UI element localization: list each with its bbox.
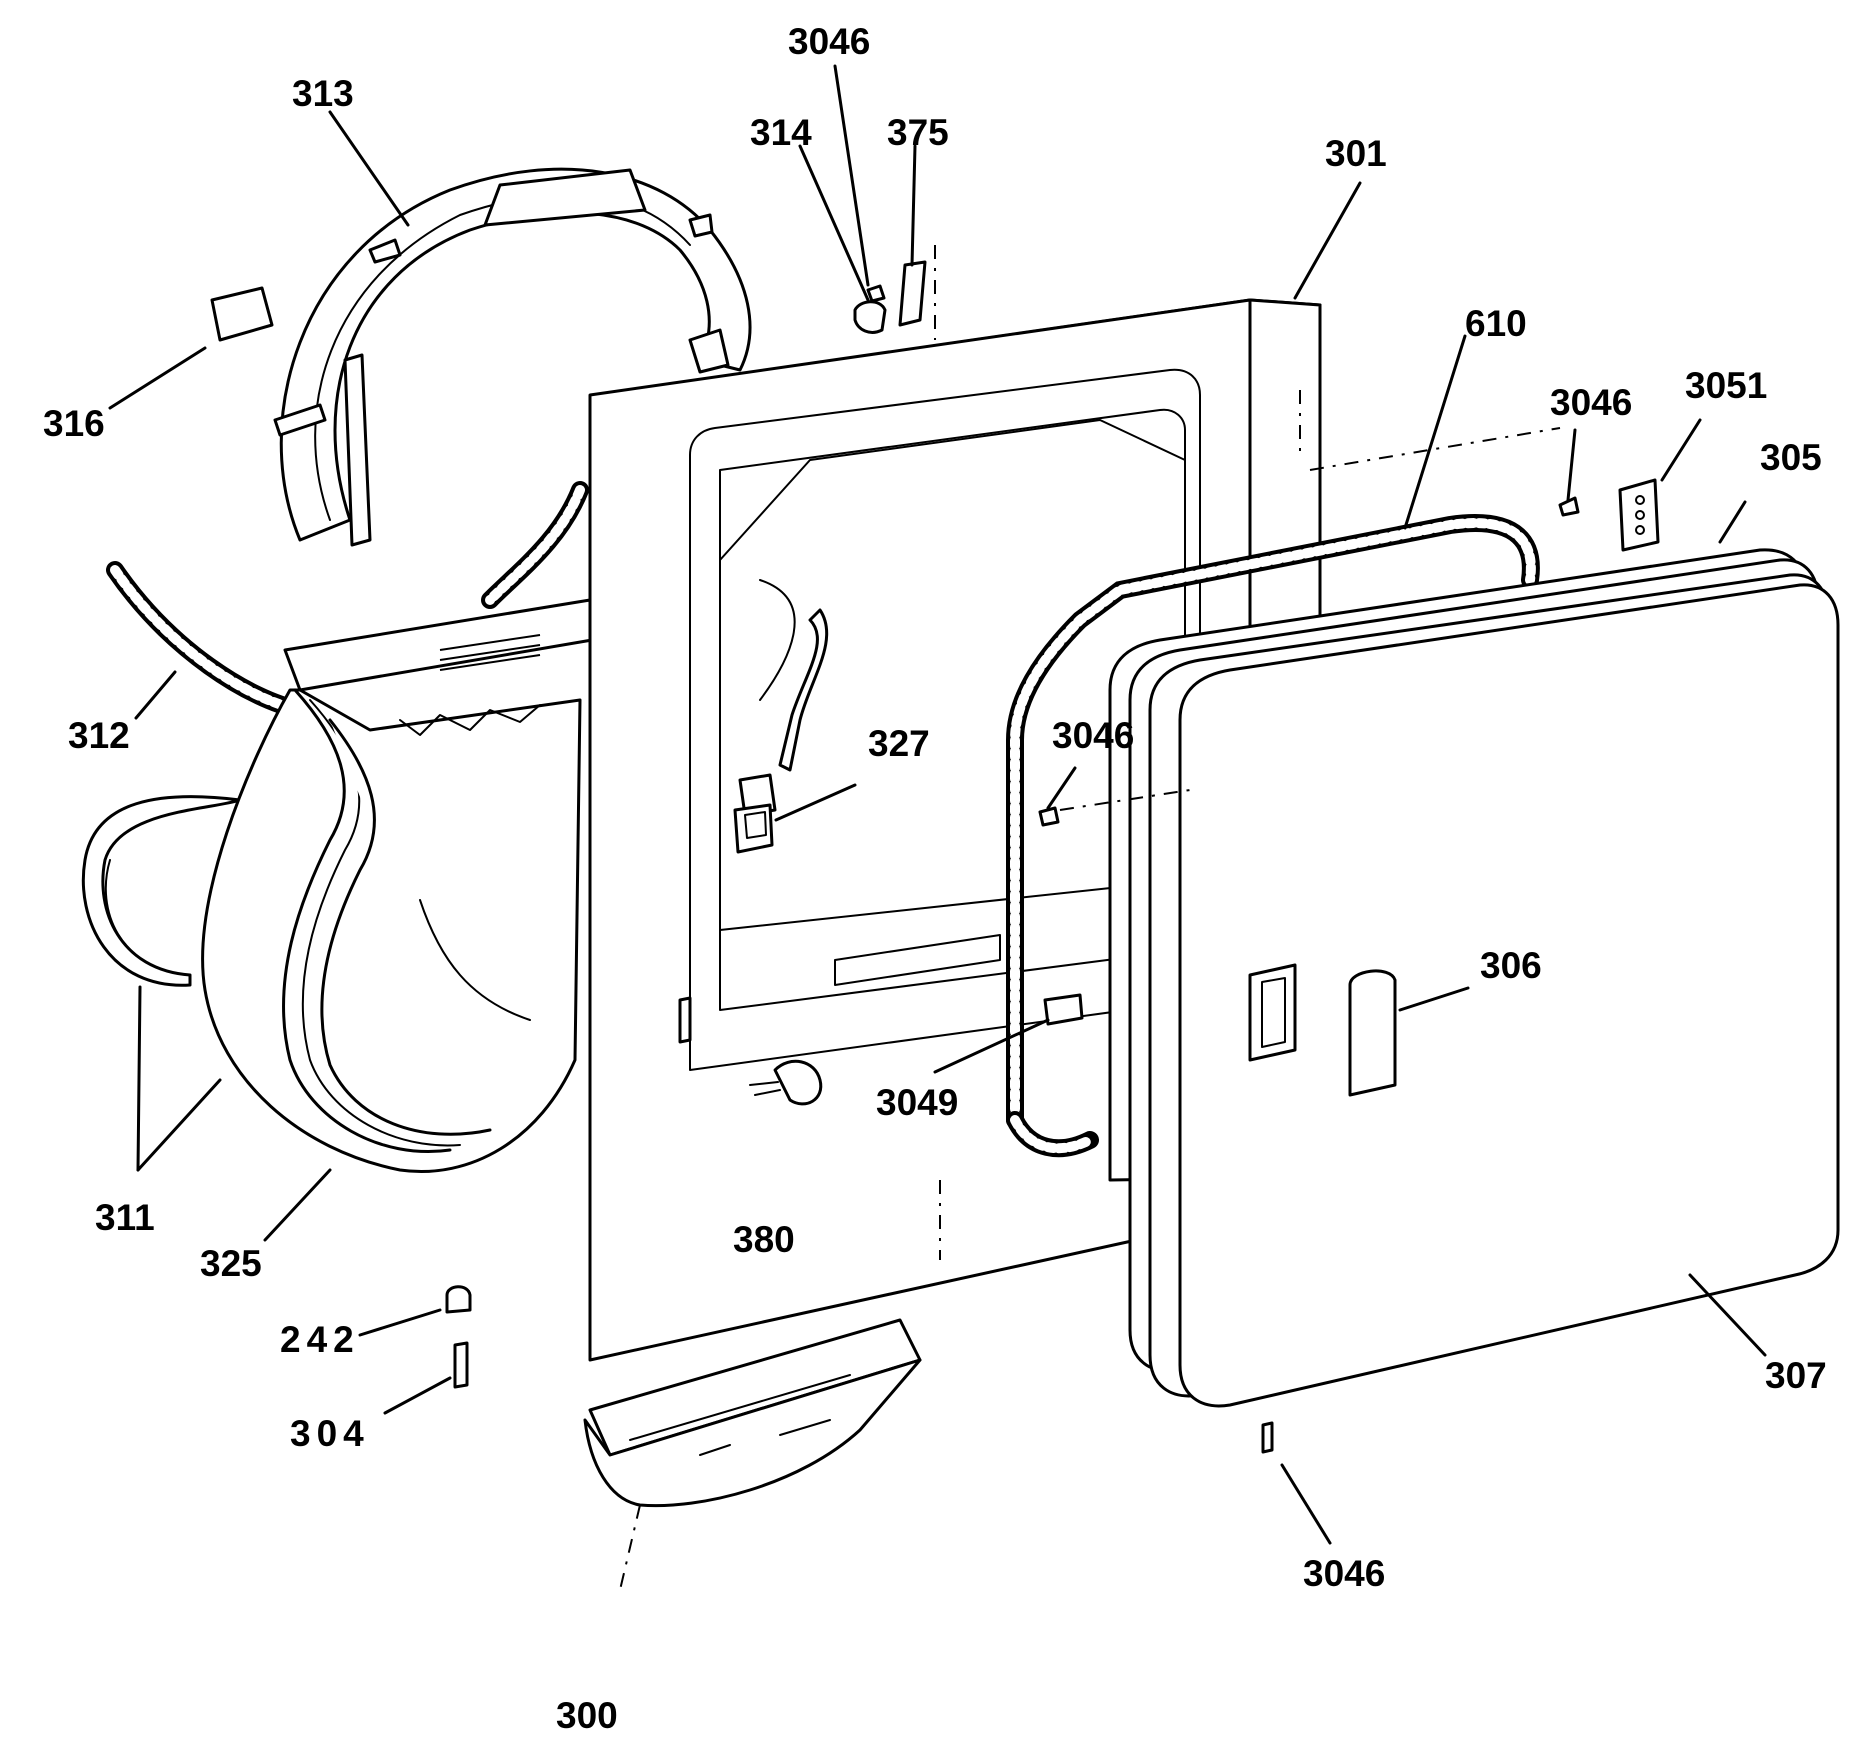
label-301: 301 [1325,133,1387,174]
leg-304 [453,1341,469,1389]
label-300: 300 [556,1695,618,1736]
label-312: 312 [68,715,130,756]
label-327: 327 [868,723,930,764]
label-316: 316 [43,403,105,444]
label-380: 380 [733,1219,795,1260]
door-catch-314 [853,300,887,334]
foot-242 [445,1285,472,1314]
label-314: 314 [750,112,812,153]
front-bulkhead-ring-313 [273,167,752,547]
switch-327 [733,803,774,854]
label-3046-bottom: 3046 [1303,1553,1385,1594]
label-311: 311 [95,1197,155,1238]
bracket-375 [898,260,927,327]
duct-assembly-325 [201,598,594,1173]
strip-316 [210,286,274,342]
screw-3046-top [866,284,886,303]
label-304: 304 [290,1413,370,1454]
label-375: 375 [887,112,949,153]
label-3046-top: 3046 [788,21,870,62]
socket-380 [749,1059,823,1106]
label-3046-right: 3046 [1550,382,1632,423]
felt-seal-312 [106,481,589,719]
screw-3046-right [1558,496,1580,517]
clip-3049 [1043,993,1084,1026]
door-assembly-307 [1108,548,1840,1408]
label-313: 313 [292,73,354,114]
label-242: 242 [280,1319,360,1360]
duct-vent-hatch [439,634,541,671]
screw-3046-mid [1038,806,1060,827]
label-306: 306 [1480,945,1542,986]
door-handle-306 [1348,969,1397,1097]
label-325: 325 [200,1243,262,1284]
door-seal-610 [1006,514,1540,1158]
label-3049: 3049 [876,1082,958,1123]
label-3046-mid: 3046 [1052,715,1134,756]
label-3051: 3051 [1685,365,1767,406]
hinge-3051 [1618,478,1660,552]
screw-3046-bottom [1261,1421,1274,1454]
label-305: 305 [1760,437,1822,478]
control-console-300 [583,1318,922,1591]
label-307: 307 [1765,1355,1827,1396]
label-610: 610 [1465,303,1527,344]
